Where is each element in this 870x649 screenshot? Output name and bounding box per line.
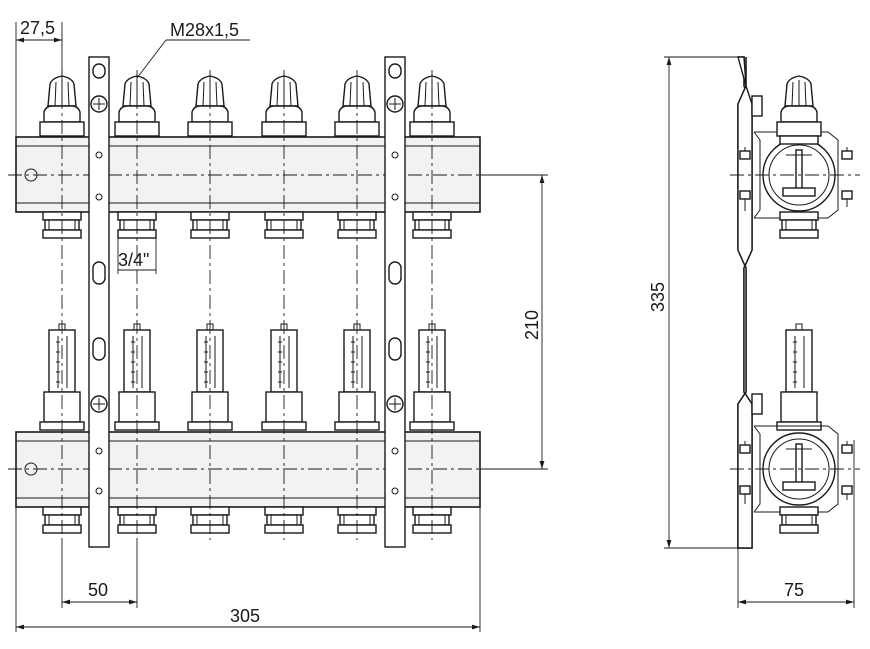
dim-offset-label: 27,5 bbox=[20, 18, 55, 38]
dim-total-height-label: 335 bbox=[648, 282, 668, 312]
dim-thread-label: M28x1,5 bbox=[170, 20, 239, 40]
dim-center-distance-label: 210 bbox=[522, 310, 542, 340]
left-mounting-bracket bbox=[88, 56, 110, 548]
side-dimensions: 335 75 bbox=[648, 56, 855, 608]
right-mounting-bracket bbox=[384, 56, 406, 548]
side-view bbox=[730, 56, 860, 549]
front-view bbox=[8, 56, 548, 548]
front-dimensions: 27,5 M28x1,5 3/4" 210 50 305 bbox=[15, 18, 548, 632]
dim-pitch-label: 50 bbox=[88, 580, 108, 600]
dim-connection-label: 3/4" bbox=[118, 250, 149, 270]
dim-total-width-label: 305 bbox=[230, 606, 260, 626]
dim-depth-label: 75 bbox=[784, 580, 804, 600]
outlet-centerlines bbox=[61, 70, 433, 540]
